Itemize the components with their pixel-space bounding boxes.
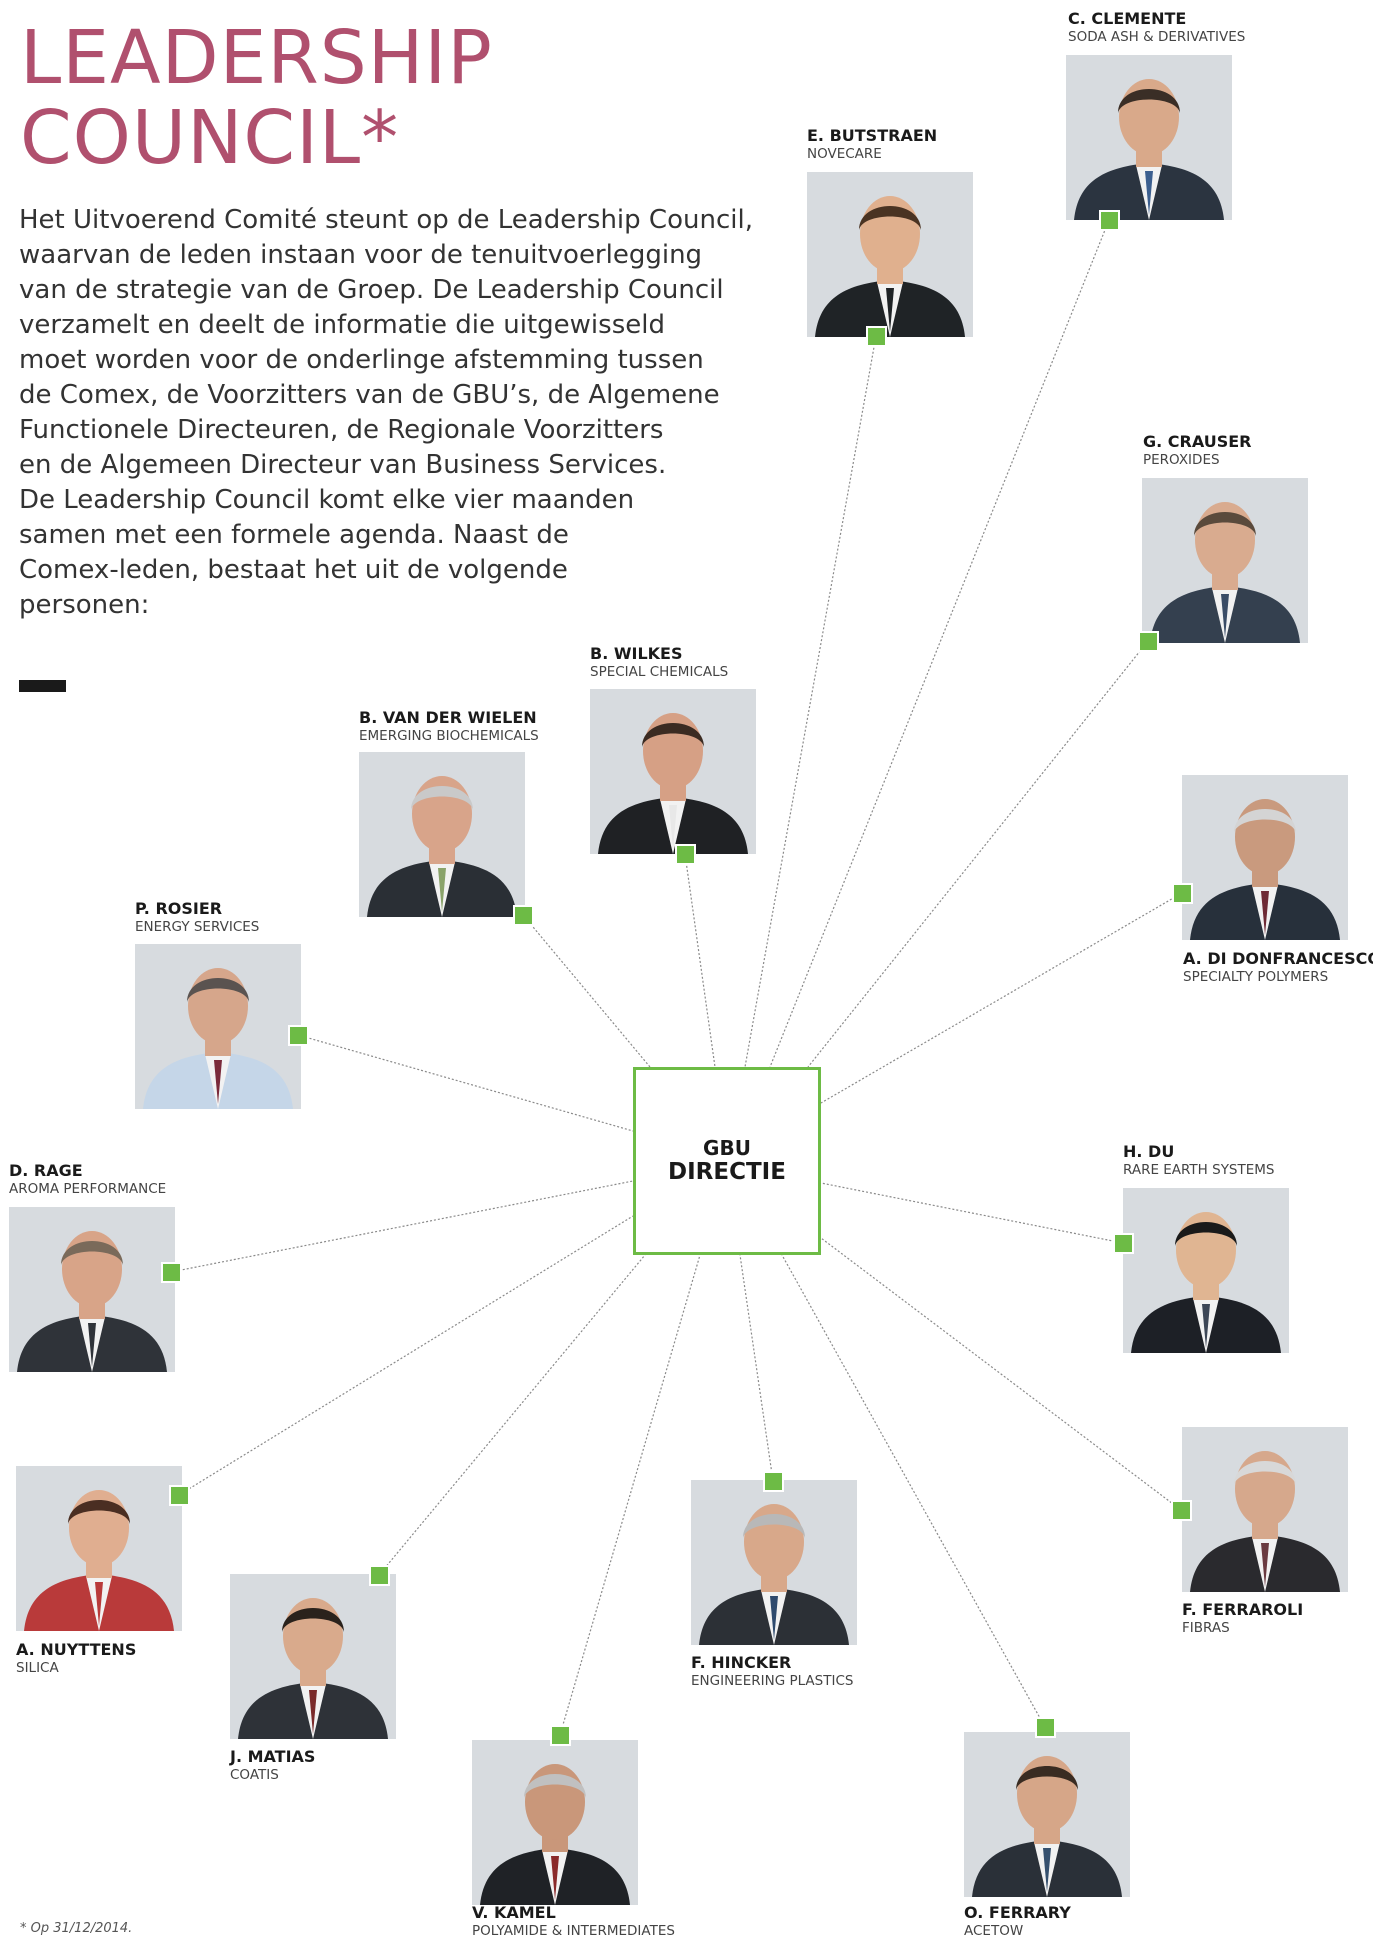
hub-label-line-1: GBU [703,1136,751,1160]
member-photo [964,1732,1130,1897]
member-name: V. KAMEL [472,1903,556,1922]
member-name: B. WILKES [590,644,683,663]
member-role: AROMA PERFORMANCE [9,1181,167,1197]
member-role: SILICA [16,1660,59,1676]
portrait-silhouette [691,1480,857,1645]
hub-box: GBU DIRECTIE [633,1067,821,1255]
member-role: SPECIAL CHEMICALS [590,664,729,680]
member-role: ENERGY SERVICES [135,919,260,935]
connector-node-icon [288,1025,309,1046]
member-role: ACETOW [964,1923,1024,1939]
connector-node-icon [161,1262,182,1283]
member-name: E. BUTSTRAEN [807,126,938,145]
member-role: COATIS [230,1767,279,1783]
section-divider [19,680,66,692]
member-photo [1182,775,1348,940]
portrait-silhouette [135,944,301,1109]
member-name: A. DI DONFRANCESCO [1183,949,1373,968]
portrait-silhouette [1182,1427,1348,1592]
member-photo [359,752,525,917]
connector-difrancesco [820,892,1183,1104]
connector-crauser [807,640,1149,1068]
member-name: D. RAGE [9,1161,83,1180]
member-photo [1182,1427,1348,1592]
connector-node-icon [369,1565,390,1586]
connector-wilkes [684,853,716,1068]
member-photo [230,1574,396,1739]
connector-kamel [559,1254,701,1736]
connector-rage [170,1180,634,1273]
portrait-silhouette [1123,1188,1289,1353]
member-photo [590,689,756,854]
member-photo [691,1480,857,1645]
title-line-2: COUNCIL* [20,95,400,181]
connector-nuyttens [178,1215,634,1496]
intro-paragraph: Het Uitvoerend Comité steunt op de Leade… [19,205,753,620]
member-name: F. HINCKER [691,1653,792,1672]
member-photo [807,172,973,337]
member-name: O. FERRARY [964,1903,1071,1922]
member-role: SODA ASH & DERIVATIVES [1068,29,1246,45]
portrait-silhouette [590,689,756,854]
member-photo [9,1207,175,1372]
member-name: H. DU [1123,1142,1175,1161]
connector-matias [378,1254,646,1576]
member-role: POLYAMIDE & INTERMEDIATES [472,1923,675,1939]
member-role: NOVECARE [807,146,882,162]
connector-node-icon [1035,1717,1056,1738]
connector-node-icon [1099,210,1120,231]
connector-butstraen [744,335,877,1068]
connector-node-icon [550,1725,571,1746]
member-role: PEROXIDES [1143,452,1220,468]
hub-label-line-2: DIRECTIE [668,1159,786,1185]
member-role: EMERGING BIOCHEMICALS [359,728,539,744]
footnote: * Op 31/12/2014. [20,1921,133,1936]
member-role: ENGINEERING PLASTICS [691,1673,854,1689]
connector-node-icon [675,844,696,865]
portrait-silhouette [807,172,973,337]
member-photo [16,1466,182,1631]
member-role: SPECIALTY POLYMERS [1183,969,1329,985]
member-photo [1123,1188,1289,1353]
connector-node-icon [1113,1233,1134,1254]
portrait-silhouette [9,1207,175,1372]
connector-vanderwielen [522,914,651,1068]
connector-node-icon [169,1485,190,1506]
connector-node-icon [1171,1500,1192,1521]
portrait-silhouette [1142,478,1308,643]
connector-node-icon [866,326,887,347]
page-title: LEADERSHIP COUNCIL* [20,18,580,178]
member-photo [1066,55,1232,220]
connector-clemente [769,219,1110,1068]
portrait-silhouette [1182,775,1348,940]
title-line-1: LEADERSHIP [20,15,493,101]
connector-ferraroli [820,1237,1182,1511]
connector-node-icon [513,905,534,926]
member-photo [1142,478,1308,643]
member-name: B. VAN DER WIELEN [359,708,537,727]
portrait-silhouette [964,1732,1130,1897]
member-name: J. MATIAS [230,1747,316,1766]
connector-hincker [739,1254,774,1482]
member-name: G. CRAUSER [1143,432,1252,451]
member-name: P. ROSIER [135,899,223,918]
portrait-silhouette [472,1740,638,1905]
member-photo [135,944,301,1109]
connector-node-icon [1172,883,1193,904]
connector-node-icon [1138,631,1159,652]
portrait-silhouette [16,1466,182,1631]
member-role: RARE EARTH SYSTEMS [1123,1162,1275,1178]
connector-rosier [297,1034,634,1132]
member-role: FIBRAS [1182,1620,1230,1636]
connector-node-icon [763,1471,784,1492]
member-photo [472,1740,638,1905]
portrait-silhouette [359,752,525,917]
member-name: C. CLEMENTE [1068,9,1187,28]
member-name: F. FERRAROLI [1182,1600,1304,1619]
portrait-silhouette [230,1574,396,1739]
portrait-silhouette [1066,55,1232,220]
connector-du [820,1182,1124,1244]
member-name: A. NUYTTENS [16,1640,137,1659]
